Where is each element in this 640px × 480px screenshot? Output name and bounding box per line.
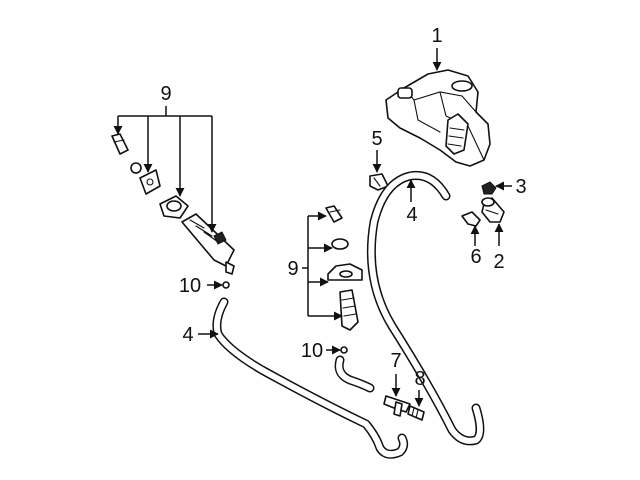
callout-nozzle-group-center: 9 [287, 258, 298, 280]
hose-clip [369, 173, 389, 191]
washer-reservoir [385, 69, 491, 167]
washer-hose-right [366, 170, 485, 446]
hose-segment-center [334, 355, 375, 393]
o-ring-left [222, 281, 230, 289]
callout-labels: 1 2 3 4 4 5 6 7 8 9 9 10 10 [160, 25, 526, 390]
callout-pump: 2 [493, 251, 504, 273]
callout-clip: 5 [371, 128, 382, 150]
cap [481, 181, 497, 195]
callout-nozzle-group-left: 9 [160, 83, 171, 105]
callout-hose-left: 4 [182, 324, 193, 346]
leader-lines [113, 48, 512, 407]
nozzle-assembly-left [111, 133, 235, 275]
hose-connector [407, 405, 425, 421]
washer-pump [481, 197, 505, 223]
callout-hose-right: 4 [406, 204, 417, 226]
o-ring-center [340, 346, 348, 354]
callout-connector: 8 [414, 368, 425, 390]
nozzle-assembly-center [325, 205, 363, 331]
callout-cap: 3 [515, 176, 526, 198]
washer-hose-left [212, 297, 409, 459]
tee-connector [383, 395, 411, 417]
callout-o-ring-left: 10 [179, 275, 201, 297]
elbow-fitting [461, 211, 481, 227]
callout-o-ring-center: 10 [301, 340, 323, 362]
callout-elbow: 6 [470, 246, 481, 268]
callout-reservoir: 1 [431, 25, 442, 47]
callout-tee-connector: 7 [390, 350, 401, 372]
